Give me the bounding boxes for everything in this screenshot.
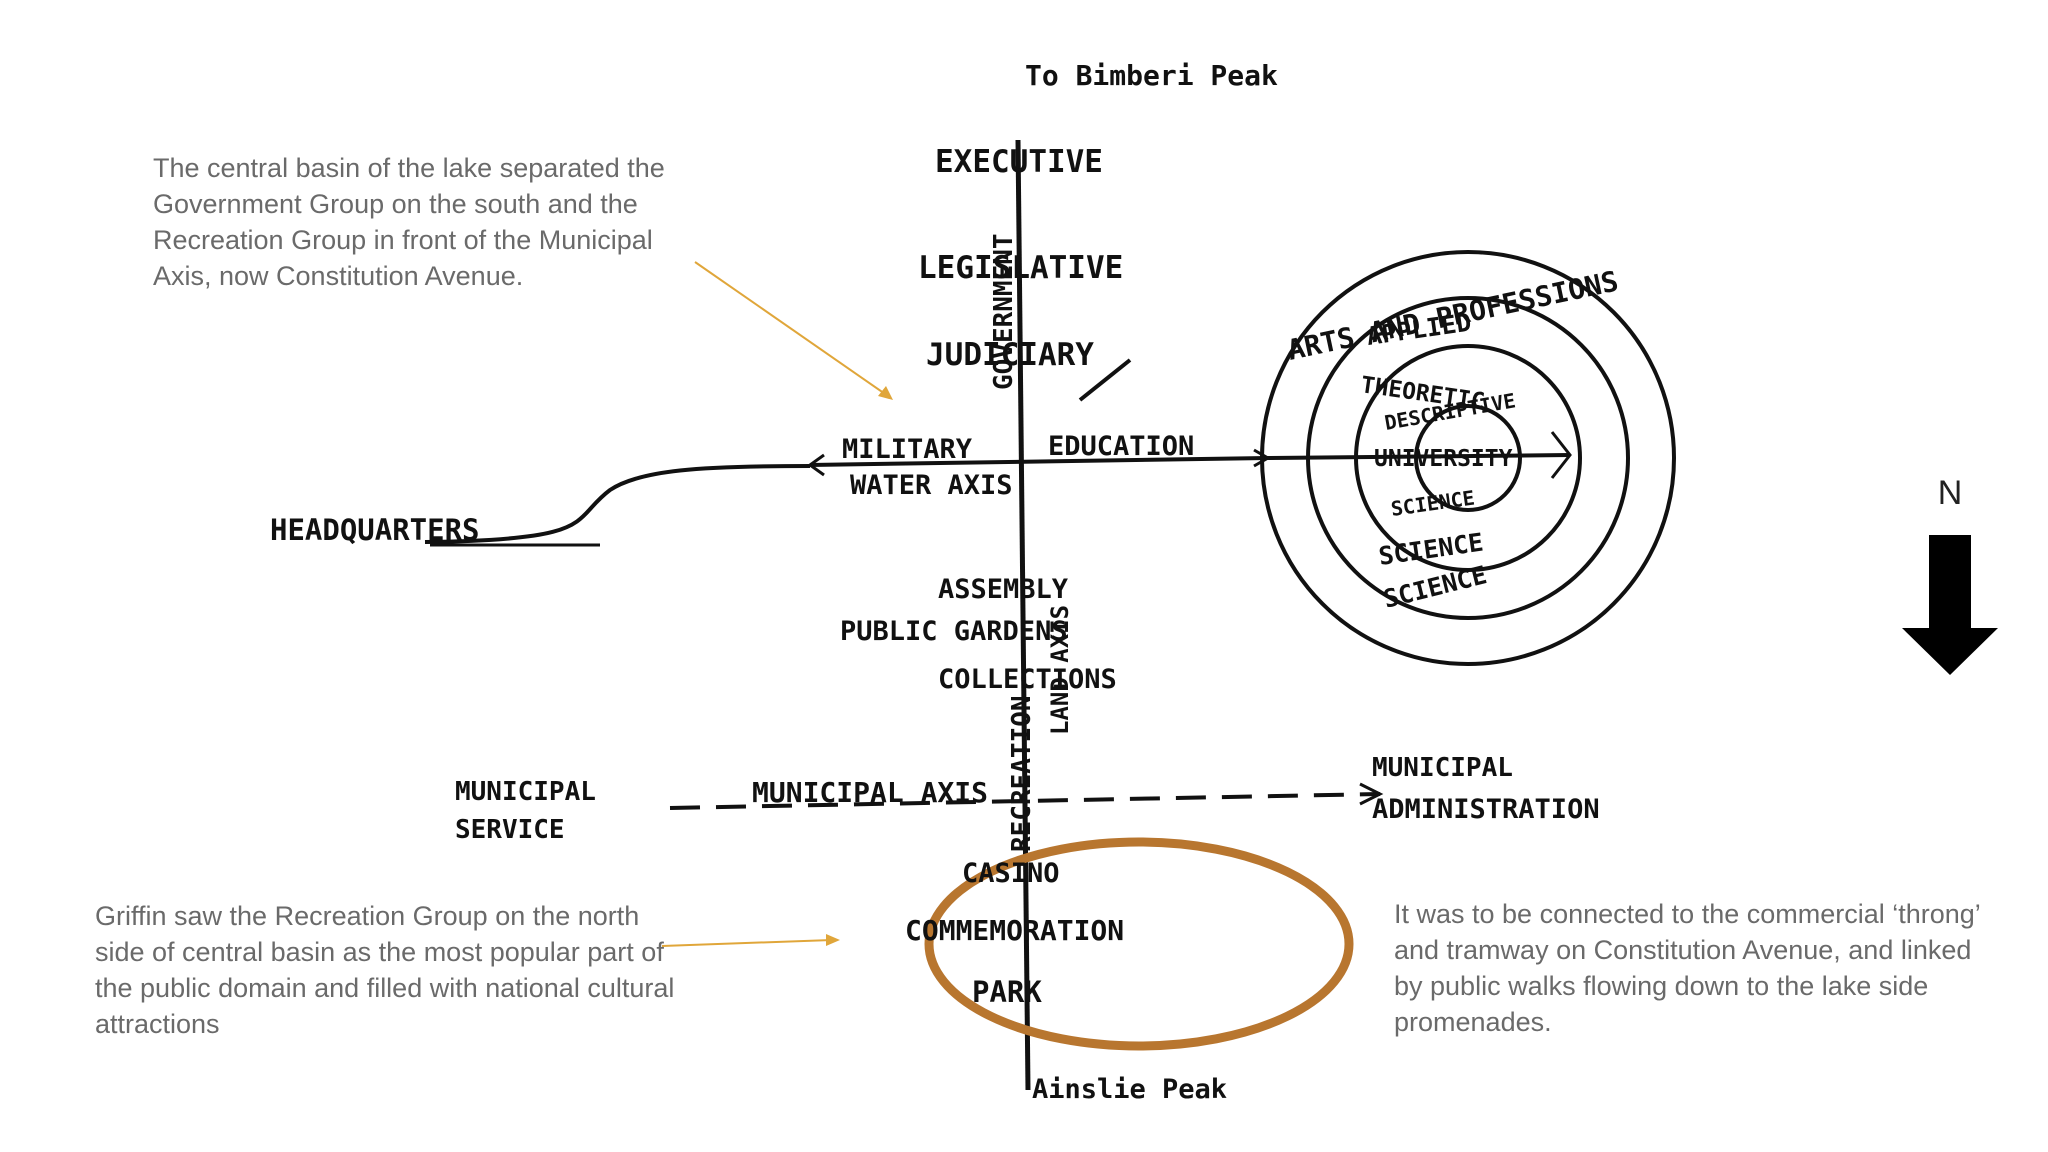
label-municipal-axis: MUNICIPAL AXIS bbox=[752, 776, 988, 809]
recreation-group-highlight bbox=[924, 837, 1354, 1051]
headquarters-curve bbox=[424, 464, 811, 544]
label-ainslie-peak: Ainslie Peak bbox=[1032, 1074, 1227, 1105]
label-legislative: LEGISLATIVE bbox=[918, 250, 1123, 286]
label-headquarters: HEADQUARTERS bbox=[270, 513, 480, 547]
north-arrow-icon bbox=[1902, 535, 1998, 675]
arts-circle-2 bbox=[1306, 296, 1630, 620]
arts-circle-3 bbox=[1354, 344, 1582, 572]
label-water-axis: WATER AXIS bbox=[850, 470, 1013, 501]
top-note-pointer bbox=[694, 261, 889, 397]
label-collections: COLLECTIONS bbox=[938, 664, 1117, 695]
label-municipal-admin-1: MUNICIPAL bbox=[1372, 753, 1513, 783]
label-judiciary: JUDICIARY bbox=[926, 337, 1094, 373]
north-label: N bbox=[1938, 474, 1963, 512]
top-note-pointer-head bbox=[878, 386, 893, 400]
arts-circle-outer bbox=[1260, 250, 1676, 666]
label-municipal-service-2: SERVICE bbox=[455, 815, 565, 845]
land-axis-line bbox=[1015, 139, 1031, 1091]
label-recreation-axis: RECREATION bbox=[1007, 695, 1037, 852]
label-commemoration: COMMEMORATION bbox=[905, 914, 1124, 947]
label-government-axis: GOVERNMENT bbox=[989, 233, 1019, 390]
label-municipal-admin-2: ADMINISTRATION bbox=[1372, 794, 1600, 825]
water-axis-line bbox=[809, 456, 1269, 467]
label-executive: EXECUTIVE bbox=[935, 144, 1103, 180]
label-casino: CASINO bbox=[962, 858, 1060, 889]
municipal-axis-arrow bbox=[1359, 782, 1384, 806]
note-constitution-avenue: It was to be connected to the commercial… bbox=[1394, 899, 1980, 1037]
judiciary-stroke bbox=[1078, 358, 1132, 402]
label-municipal-service-1: MUNICIPAL bbox=[455, 777, 596, 807]
label-assembly: ASSEMBLY bbox=[938, 574, 1069, 605]
left-note-pointer bbox=[661, 939, 833, 947]
left-note-pointer-head bbox=[826, 934, 840, 946]
water-axis-arrow-far bbox=[1550, 431, 1572, 479]
arts-circle-inner bbox=[1414, 404, 1522, 512]
label-land-axis: LAND AXIS bbox=[1046, 605, 1074, 735]
label-university: UNIVERSITY bbox=[1374, 446, 1513, 472]
municipal-axis-line bbox=[669, 792, 1381, 810]
label-public-gardens: PUBLIC GARDENS bbox=[840, 616, 1068, 647]
note-government-group: The central basin of the lake separated … bbox=[153, 153, 665, 291]
label-to-bimberi-peak: To Bimberi Peak bbox=[1025, 59, 1278, 92]
label-park: PARK bbox=[972, 975, 1042, 1009]
note-recreation-group: Griffin saw the Recreation Group on the … bbox=[95, 901, 675, 1039]
label-military: MILITARY bbox=[842, 434, 973, 465]
label-education: EDUCATION bbox=[1048, 431, 1194, 462]
label-science-1: SCIENCE bbox=[1389, 485, 1476, 520]
